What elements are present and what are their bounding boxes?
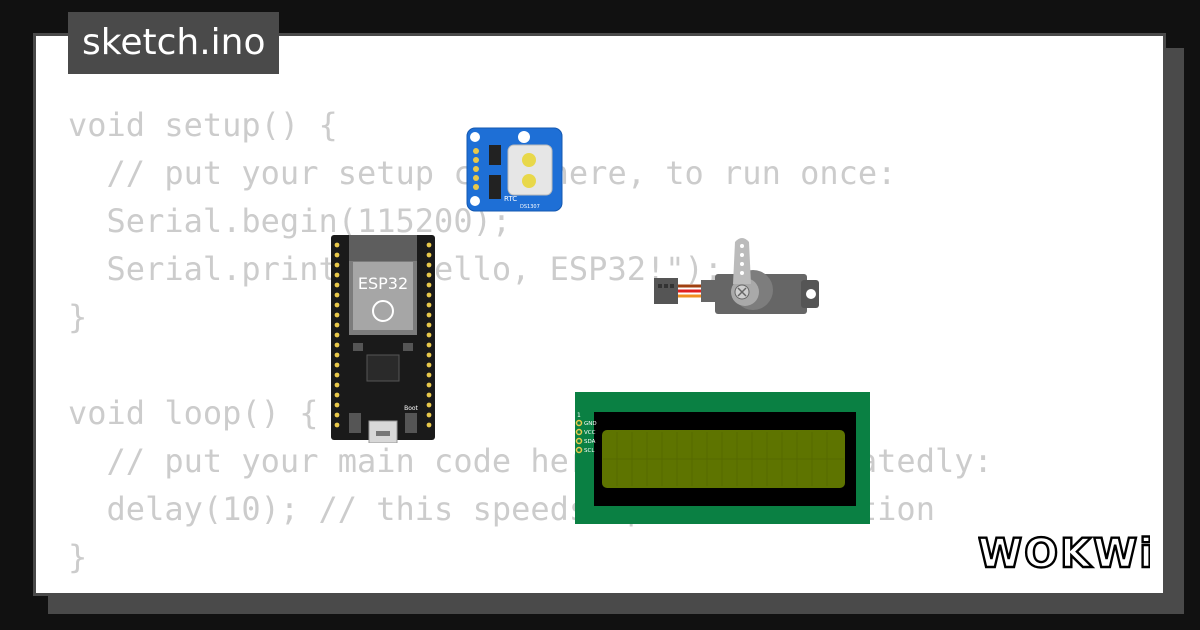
esp32-usb-chip: [366, 354, 400, 382]
rtc-chip: [489, 145, 501, 165]
esp32-regulator: [403, 343, 413, 351]
servo-motor[interactable]: [653, 234, 821, 316]
rtc-crystal: [489, 175, 501, 199]
lcd-pin-one-label: 1: [577, 412, 581, 419]
en-button[interactable]: [349, 413, 361, 433]
mounting-hole-icon: [470, 196, 480, 206]
esp32-pin-header-right: [426, 242, 432, 428]
esp32-regulator: [353, 343, 363, 351]
espressif-logo-icon: [372, 300, 394, 322]
servo-horn-holes: [740, 244, 744, 275]
mounting-hole-icon: [806, 289, 816, 299]
battery-contact-icon: [522, 174, 536, 188]
servo-connector-pins: [658, 284, 674, 288]
code-line: void setup() {: [68, 106, 338, 144]
esp32-shield: [353, 262, 413, 330]
screw-cross-icon: [737, 287, 747, 297]
code-line: }: [68, 298, 88, 336]
servo-cable-grommet: [701, 280, 717, 302]
lcd-pin-header: [575, 419, 583, 454]
lcd-character-grid: [603, 432, 844, 486]
lcd-pin-label: SCL: [584, 448, 595, 454]
lcd-pin-label: GND: [584, 421, 597, 427]
lcd-pin-label: SDA: [584, 439, 596, 445]
code-line: }: [68, 538, 88, 576]
lcd-1602-display[interactable]: 1 GND VCC SDA SCL: [575, 392, 870, 524]
esp32-antenna: [349, 235, 417, 261]
lcd-pin-label: VCC: [584, 430, 596, 436]
boot-label: Boot: [404, 405, 418, 412]
boot-button[interactable]: [405, 413, 417, 433]
code-line: void loop() {: [68, 394, 319, 432]
servo-connector: [654, 278, 678, 304]
esp32-label: ESP32: [358, 274, 408, 293]
rtc-module[interactable]: RTC DS1307: [466, 127, 563, 212]
rtc-label: RTC: [504, 195, 517, 203]
battery-holder: [507, 144, 553, 196]
servo-horn[interactable]: [733, 238, 751, 284]
code-line: Serial.println("Hello, ESP32!");: [106, 250, 724, 288]
mounting-hole-icon: [470, 132, 480, 142]
usb-port-opening: [376, 431, 390, 436]
wokwi-logo[interactable]: WOKWi: [978, 528, 1150, 576]
esp32-pin-header-left: [334, 242, 340, 428]
wokwi-logo-text: WOKWi: [978, 531, 1150, 576]
esp32-devkit[interactable]: ESP32 Boot: [331, 235, 435, 443]
star-logo-icon: [518, 131, 530, 143]
code-line: Serial.begin(115200);: [68, 202, 512, 240]
battery-contact-icon: [522, 153, 536, 167]
rtc-pin-header: [473, 148, 479, 190]
rtc-chip-label: DS1307: [520, 204, 540, 210]
file-tab[interactable]: sketch.ino: [68, 12, 280, 74]
code-line: [68, 341, 993, 389]
